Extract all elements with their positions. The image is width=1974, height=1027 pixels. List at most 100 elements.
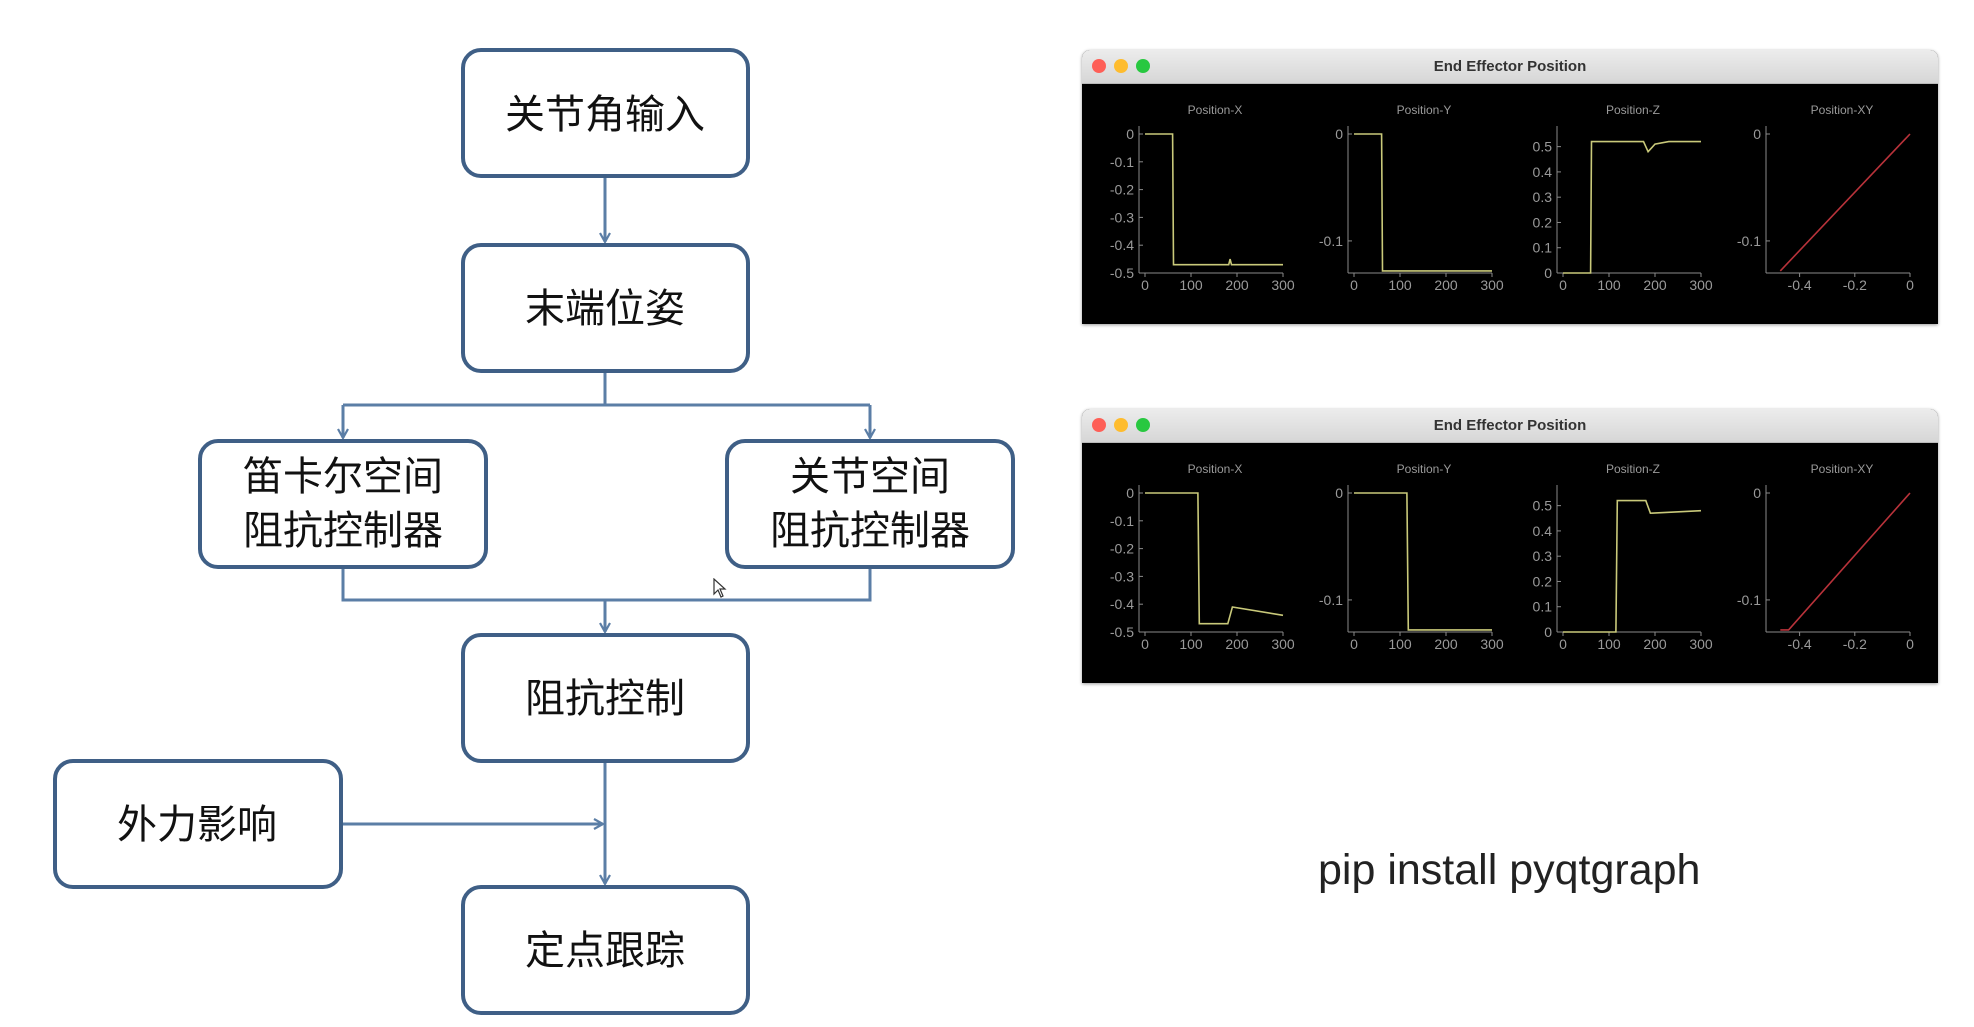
node-joint-space-label-line1: 关节空间: [790, 454, 950, 500]
y-tick-label: -0.1: [1110, 513, 1134, 529]
y-tick-label: 0.3: [1533, 189, 1553, 205]
x-tick-label: 100: [1597, 636, 1621, 652]
y-tick-label: 0: [1335, 126, 1343, 142]
y-tick-label: 0.1: [1533, 599, 1553, 615]
y-tick-label: -0.5: [1110, 624, 1134, 640]
x-tick-label: 300: [1689, 636, 1713, 652]
zoom-button[interactable]: [1136, 59, 1150, 73]
series-line: [1780, 492, 1911, 631]
install-command-text: pip install pyqtgraph: [1318, 846, 1701, 894]
y-tick-label: -0.5: [1110, 265, 1134, 281]
plot-title: Position-Z: [1606, 462, 1660, 476]
flowchart: 关节角输入 末端位姿 笛卡尔空间 阻抗控制器 关节空间 阻抗控制器 阻抗控制 外…: [53, 48, 1015, 1015]
x-tick-label: 0: [1350, 277, 1358, 293]
x-tick-label: 300: [1271, 636, 1295, 652]
x-tick-label: -0.4: [1788, 636, 1812, 652]
plot-title: Position-XY: [1811, 462, 1874, 476]
node-external-force-label: 外力影响: [117, 802, 277, 848]
node-joint-space-label-line2: 阻抗控制器: [770, 508, 970, 554]
edge-merge: [341, 568, 872, 602]
series-line: [1145, 133, 1283, 266]
x-tick-label: 200: [1434, 636, 1458, 652]
x-tick-label: 100: [1597, 277, 1621, 293]
node-external-force: 外力影响: [53, 759, 343, 889]
x-tick-label: 0: [1141, 277, 1149, 293]
y-tick-label: 0: [1544, 265, 1552, 281]
node-cartesian-impedance-controller: 笛卡尔空间 阻抗控制器: [198, 439, 488, 569]
x-tick-label: 0: [1350, 636, 1358, 652]
x-tick-label: 100: [1388, 277, 1412, 293]
y-tick-label: -0.4: [1110, 596, 1134, 612]
y-tick-label: 0.3: [1533, 548, 1553, 564]
x-tick-label: -0.4: [1788, 277, 1812, 293]
node-end-pose: 末端位姿: [461, 243, 750, 373]
y-tick-label: -0.1: [1737, 233, 1761, 249]
y-tick-label: -0.1: [1737, 592, 1761, 608]
y-tick-label: 0: [1335, 485, 1343, 501]
minimize-button[interactable]: [1114, 59, 1128, 73]
x-tick-label: 200: [1643, 636, 1667, 652]
close-button[interactable]: [1092, 59, 1106, 73]
close-button[interactable]: [1092, 418, 1106, 432]
y-tick-label: 0: [1753, 126, 1761, 142]
window-title: End Effector Position: [1433, 58, 1587, 75]
node-fixed-point-tracking-label: 定点跟踪: [525, 928, 685, 974]
y-tick-label: -0.2: [1110, 541, 1134, 557]
edge-pose-split: [343, 371, 870, 407]
y-tick-label: -0.4: [1110, 237, 1134, 253]
x-tick-label: 300: [1689, 277, 1713, 293]
y-tick-label: 0.1: [1533, 240, 1553, 256]
node-impedance-control-label: 阻抗控制: [525, 676, 685, 722]
y-tick-label: 0.4: [1533, 523, 1553, 539]
node-cartesian-label-line2: 阻抗控制器: [243, 508, 443, 554]
node-joint-angle-input: 关节角输入: [461, 48, 750, 178]
plot-title: Position-XY: [1811, 103, 1874, 117]
node-end-pose-label: 末端位姿: [525, 286, 685, 332]
zoom-button[interactable]: [1136, 418, 1150, 432]
node-joint-space-impedance-controller: 关节空间 阻抗控制器: [725, 439, 1015, 569]
y-tick-label: -0.1: [1319, 592, 1343, 608]
window-titlebar[interactable]: End Effector Position: [1082, 50, 1938, 84]
y-tick-label: 0: [1753, 485, 1761, 501]
x-tick-label: -0.2: [1843, 636, 1867, 652]
y-tick-label: 0.2: [1533, 573, 1553, 589]
node-joint-angle-input-label: 关节角输入: [505, 92, 705, 138]
window-title: End Effector Position: [1433, 417, 1587, 434]
x-tick-label: 300: [1480, 277, 1504, 293]
window-titlebar[interactable]: End Effector Position: [1082, 409, 1938, 443]
plot-window-1[interactable]: End Effector Position Position-X 0 -0.1 -0.…: [1082, 50, 1938, 324]
x-tick-label: 200: [1225, 636, 1249, 652]
y-tick-label: 0: [1544, 624, 1552, 640]
y-tick-label: -0.1: [1319, 233, 1343, 249]
plot-title: Position-Y: [1397, 103, 1452, 117]
mouse-cursor-icon: [713, 578, 727, 598]
y-tick-label: -0.1: [1110, 154, 1134, 170]
x-tick-label: 0: [1906, 277, 1914, 293]
x-tick-label: 0: [1559, 277, 1567, 293]
plot-panel: Position-XY 0 -0.1 -0.4 -0.2 0: [1737, 462, 1914, 652]
plot-title: Position-Z: [1606, 103, 1660, 117]
x-tick-label: 0: [1141, 636, 1149, 652]
node-cartesian-label-line1: 笛卡尔空间: [243, 454, 443, 500]
y-tick-label: -0.3: [1110, 209, 1134, 225]
node-impedance-control: 阻抗控制: [461, 633, 750, 763]
y-tick-label: 0: [1126, 485, 1134, 501]
series-line: [1563, 499, 1702, 633]
minimize-button[interactable]: [1114, 418, 1128, 432]
x-tick-label: 100: [1179, 636, 1203, 652]
plot-title: Position-X: [1188, 103, 1243, 117]
series-line: [1145, 492, 1284, 625]
x-tick-label: 100: [1179, 277, 1203, 293]
y-tick-label: -0.2: [1110, 182, 1134, 198]
plot-title: Position-Y: [1397, 462, 1452, 476]
x-tick-label: 0: [1906, 636, 1914, 652]
x-tick-label: 300: [1480, 636, 1504, 652]
